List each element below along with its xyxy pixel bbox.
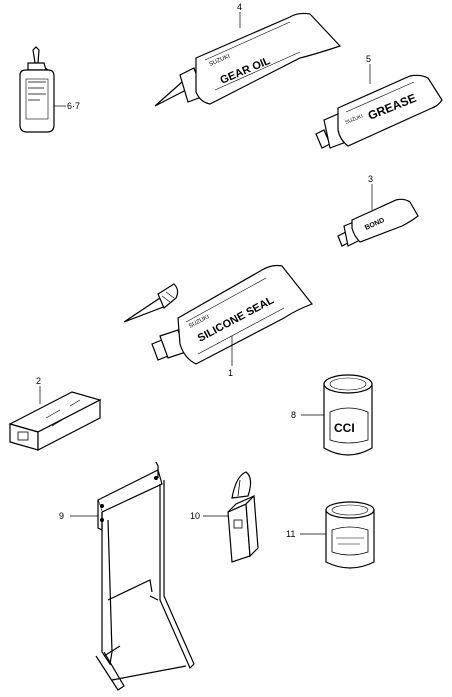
- large-can: [323, 374, 373, 456]
- callout-small-can: 11: [286, 529, 295, 539]
- silicone-tube: [151, 264, 313, 365]
- callout-silicone-tube: 1: [228, 368, 233, 378]
- callout-large-can: 8: [291, 410, 296, 420]
- callout-block: 2: [36, 376, 41, 386]
- stand: [95, 461, 195, 691]
- stick-container: [227, 471, 259, 563]
- block: [8, 391, 102, 451]
- callout-grease-tube: 5: [366, 54, 371, 64]
- callout-stick-container: 10: [190, 511, 200, 521]
- large-can-text: CCI: [334, 421, 355, 435]
- grease-tube: [315, 74, 443, 149]
- oil-bottle: [19, 46, 55, 133]
- silicone-nozzle: [123, 283, 179, 323]
- small-tube: [337, 198, 419, 247]
- callout-stand: 9: [59, 511, 64, 521]
- callout-small-tube: 3: [368, 174, 373, 184]
- callout-oil-bottle: 6·7: [67, 101, 80, 111]
- small-can: [325, 501, 375, 569]
- callout-gear-oil-tube: 4: [237, 2, 242, 12]
- gear-oil-tube: [154, 12, 342, 107]
